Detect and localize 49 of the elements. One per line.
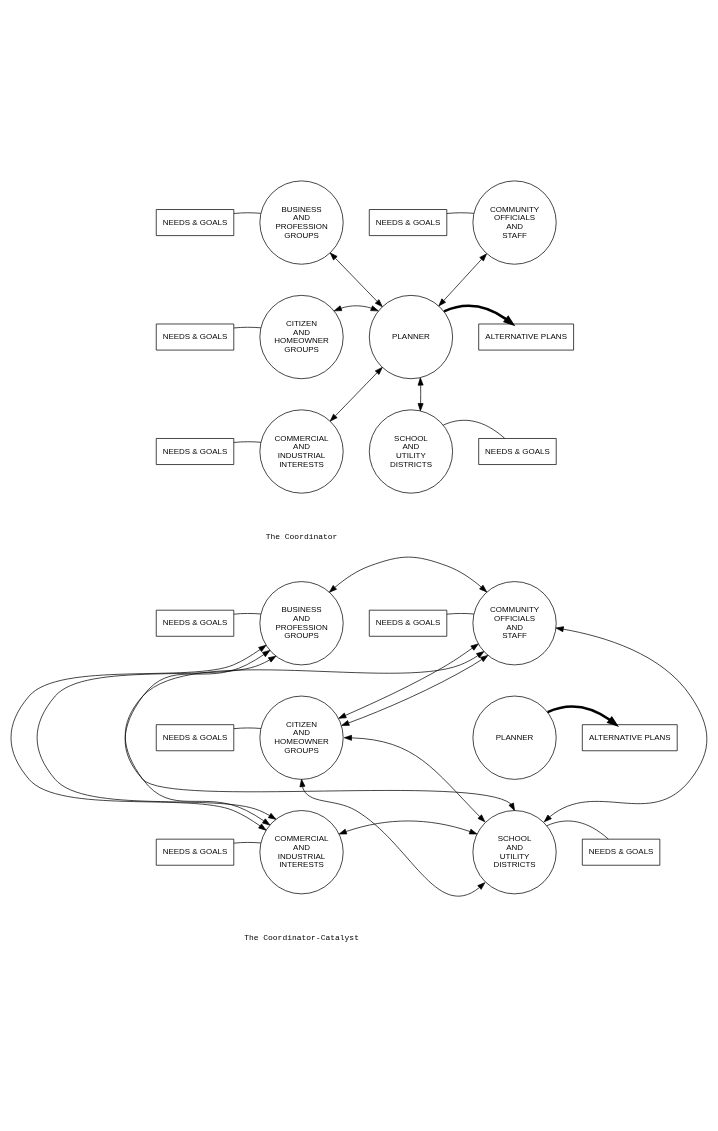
node-box: NEEDS & GOALS [155,838,235,866]
node-circle: COMMERCIAL AND INDUSTRIAL INTERESTS [259,409,344,494]
arrow [438,253,487,306]
node-box: NEEDS & GOALS [155,437,235,465]
connector [233,841,262,843]
arrow [343,734,486,822]
arrow [338,820,478,834]
arrow [547,704,619,727]
arrow [543,625,708,822]
node-box: NEEDS & GOALS [155,323,235,350]
node-circle: CITIZEN AND HOMEOWNER GROUPS [259,695,344,780]
connector [233,326,262,328]
label: The Coordinator-Catalyst [244,932,359,942]
arrow [124,649,515,811]
arrow [329,366,383,421]
arrow [333,304,379,311]
connector [442,419,506,439]
label: The Coordinator [265,531,338,541]
arrow [124,650,485,825]
node-circle: SCHOOL AND UTILITY DISTRICTS [472,809,557,894]
arrow [329,556,488,593]
node-box: NEEDS & GOALS [155,208,235,236]
connector [446,211,475,214]
connector [233,211,262,214]
node-box: ALTERNATIVE PLANS [478,323,574,350]
arrow [36,655,277,820]
arrow [299,778,486,897]
connector [446,612,475,615]
connector [233,612,262,615]
arrow [417,377,424,411]
node-box: NEEDS & GOALS [155,723,235,751]
node-circle: BUSINESS AND PROFESSION GROUPS [259,180,344,265]
node-box: NEEDS & GOALS [581,838,661,866]
arrow [341,654,489,726]
node-box: NEEDS & GOALS [368,208,448,236]
node-circle: COMMUNITY OFFICIALS AND STAFF [472,180,557,265]
connector [233,440,262,443]
arrow [338,643,479,719]
arrow [443,304,516,326]
arrow [329,252,383,307]
arrow [10,644,267,830]
connector [233,727,262,729]
connector [546,820,609,839]
node-box: NEEDS & GOALS [478,437,557,465]
node-box: NEEDS & GOALS [155,609,235,637]
node-box: NEEDS & GOALS [368,609,448,637]
node-circle: SCHOOL AND UTILITY DISTRICTS [368,409,453,494]
node-circle: PLANNER [472,695,557,780]
node-box: ALTERNATIVE PLANS [581,723,678,751]
